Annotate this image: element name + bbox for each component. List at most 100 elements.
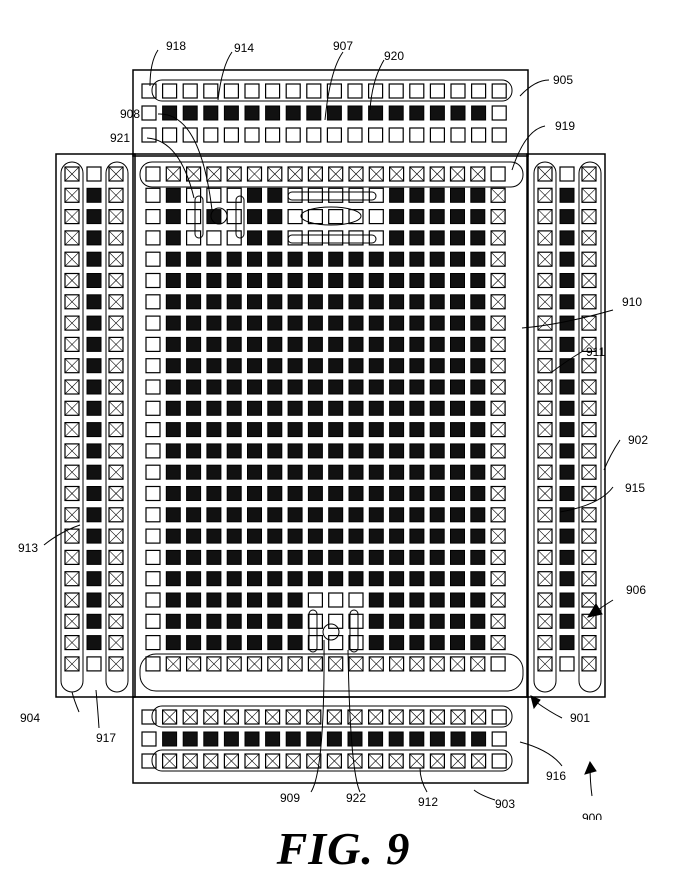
open-cell (348, 592, 364, 608)
reference-numeral-916: 916 (546, 769, 566, 783)
reference-numeral-921: 921 (110, 131, 130, 145)
dark-cell (247, 358, 262, 374)
dark-cell (368, 571, 384, 587)
cell-cross-mark (537, 294, 553, 310)
dark-cell (206, 273, 222, 288)
reference-numeral-901: 901 (570, 711, 590, 725)
cell-cross-mark (581, 358, 597, 373)
cell-cross-mark (450, 753, 466, 769)
dark-cell (307, 486, 323, 501)
open-cell (265, 83, 281, 99)
dark-cell (328, 273, 344, 288)
dark-cell (247, 294, 262, 310)
cell-cross-mark (64, 294, 80, 310)
dark-cell (226, 443, 242, 459)
dark-cell (470, 187, 486, 203)
dark-cell (429, 187, 445, 203)
dark-cell (247, 528, 262, 544)
dark-cell (348, 549, 364, 565)
dark-cell (328, 486, 344, 501)
cell-cross-mark (108, 528, 124, 544)
dark-cell (450, 251, 465, 267)
open-cell (307, 230, 323, 246)
dark-cell (368, 464, 384, 480)
cell-cross-mark (64, 550, 80, 565)
dark-cell (226, 422, 242, 438)
cell-cross-mark (64, 422, 80, 437)
dark-cell (186, 294, 202, 310)
dark-cell (206, 464, 222, 480)
cell-cross-mark (537, 571, 553, 586)
open-cell (203, 127, 219, 143)
cell-cross-mark (348, 656, 364, 672)
open-cell (491, 709, 507, 725)
dark-cell (165, 358, 181, 374)
cell-cross-mark (581, 166, 597, 182)
cell-cross-mark (247, 656, 262, 672)
cell-cross-mark (64, 507, 80, 523)
open-cell (328, 209, 344, 225)
open-cell (409, 83, 425, 99)
dark-cell (307, 379, 323, 395)
leader-line (473, 789, 496, 801)
dark-cell (389, 315, 405, 331)
leader-line (347, 649, 361, 793)
dark-cell (86, 464, 102, 480)
cell-cross-mark (108, 443, 124, 459)
dark-cell (368, 422, 384, 438)
cell-cross-mark (327, 709, 342, 725)
dark-cell (267, 443, 283, 459)
dark-cell (206, 443, 222, 459)
dark-cell (86, 187, 102, 203)
dark-cell (165, 592, 181, 608)
cell-cross-mark (450, 166, 465, 182)
dark-cell (429, 400, 445, 416)
open-cell (145, 294, 161, 310)
leader-line (519, 79, 550, 97)
cell-cross-mark (108, 358, 124, 373)
dark-cell (186, 592, 202, 608)
cell-cross-mark (224, 709, 239, 725)
reference-numeral-918: 918 (166, 39, 186, 53)
cell-cross-mark (368, 709, 383, 725)
reference-numeral-905: 905 (553, 73, 573, 87)
reference-numeral-907: 907 (333, 39, 353, 53)
dark-cell (368, 336, 384, 352)
open-cell (307, 613, 323, 629)
dark-cell (247, 315, 262, 331)
dark-cell (165, 464, 181, 480)
dark-cell (429, 315, 445, 331)
dark-cell (389, 273, 405, 288)
cell-cross-mark (265, 753, 280, 769)
open-cell (226, 209, 242, 225)
dark-cell (368, 251, 384, 267)
dark-cell (429, 230, 445, 246)
open-cell (328, 613, 344, 629)
open-cell (347, 83, 363, 99)
dark-cell (470, 358, 486, 374)
cell-cross-mark (108, 507, 124, 523)
cell-cross-mark (537, 166, 553, 182)
cell-cross-mark (581, 507, 597, 523)
leader-line (519, 741, 563, 767)
dark-cell (450, 592, 465, 608)
dark-cell (307, 464, 323, 480)
feature-920-oval (287, 191, 377, 201)
dark-cell (165, 379, 181, 395)
dark-cell (328, 400, 344, 416)
open-cell (145, 592, 161, 608)
open-cell (287, 209, 303, 225)
cell-cross-mark (64, 401, 80, 416)
dark-cell (429, 549, 445, 565)
open-cell (347, 127, 363, 143)
dark-cell (226, 315, 242, 331)
open-cell (328, 230, 344, 246)
bottom-panel-oval (151, 749, 513, 772)
bottom-panel-oval (151, 705, 513, 728)
dark-cell (470, 486, 486, 501)
dark-cell (307, 294, 323, 310)
dark-cell (206, 592, 222, 608)
dark-cell (287, 379, 303, 395)
open-cell (145, 549, 161, 566)
dark-cell (389, 443, 405, 459)
